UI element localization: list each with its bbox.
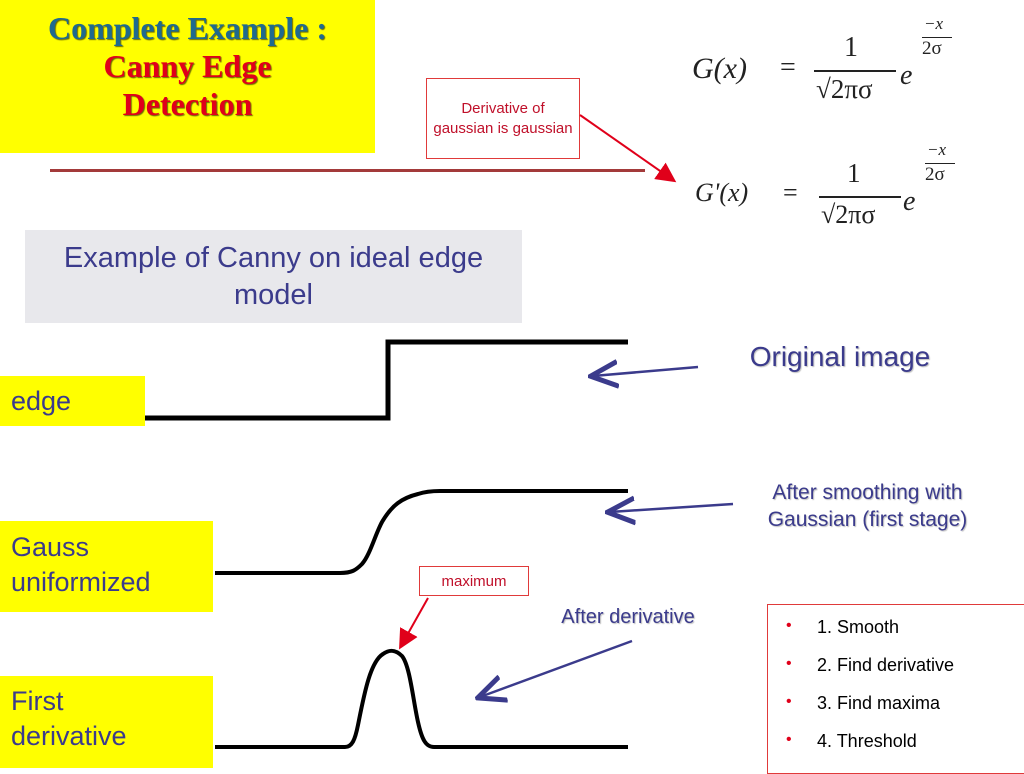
- section-subtitle: Example of Canny on ideal edge model: [25, 230, 522, 323]
- gauss-label-line-2: uniformized: [11, 567, 151, 597]
- step-item: • 4. Threshold: [786, 731, 1024, 769]
- steps-list: • 1. Smooth • 2. Find derivative • 3. Find …: [768, 605, 1024, 769]
- smoothing-annotation-line-2: Gaussian (first stage): [767, 508, 968, 531]
- formula-gp-fraction-bar: [819, 196, 901, 198]
- callout-arrow: [579, 114, 677, 183]
- derivative-curve: [215, 648, 628, 749]
- formula-gp-equals: =: [783, 178, 798, 207]
- title-divider: [50, 169, 645, 172]
- maximum-callout-text: maximum: [441, 572, 507, 590]
- formula-gp-exp-den: 2σ: [925, 164, 945, 185]
- edge-curve: [145, 339, 628, 421]
- formula-g-exp-bar: [922, 37, 952, 38]
- bullet-icon: •: [786, 617, 792, 634]
- derivative-callout-text: Derivative of gaussian is gaussian: [433, 99, 573, 137]
- maximum-callout: maximum: [419, 566, 529, 596]
- steps-list-box: • 1. Smooth • 2. Find derivative • 3. Find …: [767, 604, 1024, 774]
- original-image-annotation: Original image: [749, 341, 931, 372]
- smoothed-curve: [215, 489, 628, 575]
- bullet-icon: •: [786, 731, 792, 748]
- formula-g-denominator: √2πσ: [816, 74, 873, 104]
- bullet-icon: •: [786, 655, 792, 672]
- step-item: • 2. Find derivative: [786, 655, 1024, 693]
- title-line-1: Complete Example :: [47, 10, 328, 46]
- formula-g-exp-den: 2σ: [922, 38, 942, 59]
- formula-g-fraction-bar: [814, 70, 896, 72]
- formula-g-exp-num: −x: [924, 14, 944, 33]
- derivative-label: First derivative: [0, 676, 213, 768]
- edge-label: edge: [0, 376, 145, 426]
- title-line-2: Canny Edge: [103, 48, 272, 84]
- formula-g-base: e: [900, 60, 913, 91]
- step-text: 3. Find maxima: [817, 693, 941, 713]
- gauss-label-line-1: Gauss: [11, 532, 90, 562]
- derivative-arrow: [480, 639, 633, 697]
- bullet-icon: •: [786, 693, 792, 710]
- derivative-label-line-2: derivative: [11, 721, 127, 751]
- formula-gp-exp-num: −x: [927, 140, 947, 159]
- derivative-callout: Derivative of gaussian is gaussian: [426, 78, 580, 159]
- step-item: • 1. Smooth: [786, 617, 1024, 655]
- edge-label-text: edge: [11, 386, 72, 416]
- formula-g-lhs: G(x): [692, 52, 747, 85]
- step-item: • 3. Find maxima: [786, 693, 1024, 731]
- formula-gp-exp-bar: [925, 163, 955, 164]
- formula-g-numerator: 1: [844, 32, 858, 63]
- derivative-label-line-1: First: [11, 686, 64, 716]
- gauss-label: Gauss uniformized: [0, 521, 213, 612]
- formula-g-equals: =: [780, 52, 796, 83]
- smoothing-annotation-line-1: After smoothing with: [772, 481, 963, 504]
- after-derivative-annotation: After derivative: [561, 606, 695, 628]
- formula-gp-base: e: [903, 186, 916, 217]
- section-subtitle-text: Example of Canny on ideal edge model: [63, 241, 484, 311]
- slide-title: Complete Example : Canny Edge Detection: [0, 0, 375, 153]
- smoothing-annotation: After smoothing with Gaussian (first sta…: [735, 479, 1000, 533]
- formula-gp-lhs: G'(x): [695, 178, 749, 207]
- title-line-3: Detection: [122, 86, 253, 122]
- gaussian-formula: G(x) = 1 √2πσ e −x 2σ: [692, 14, 992, 120]
- gaussian-derivative-formula: G'(x) = 1 √2πσ e −x 2σ: [695, 140, 995, 240]
- step-text: 1. Smooth: [817, 617, 900, 637]
- original-arrow: [593, 367, 699, 376]
- step-text: 4. Threshold: [817, 731, 917, 751]
- smoothing-arrow: [610, 504, 734, 512]
- formula-gp-denominator: √2πσ: [821, 200, 876, 229]
- step-text: 2. Find derivative: [817, 655, 955, 675]
- formula-gp-numerator: 1: [847, 158, 861, 188]
- maximum-arrow: [399, 597, 429, 650]
